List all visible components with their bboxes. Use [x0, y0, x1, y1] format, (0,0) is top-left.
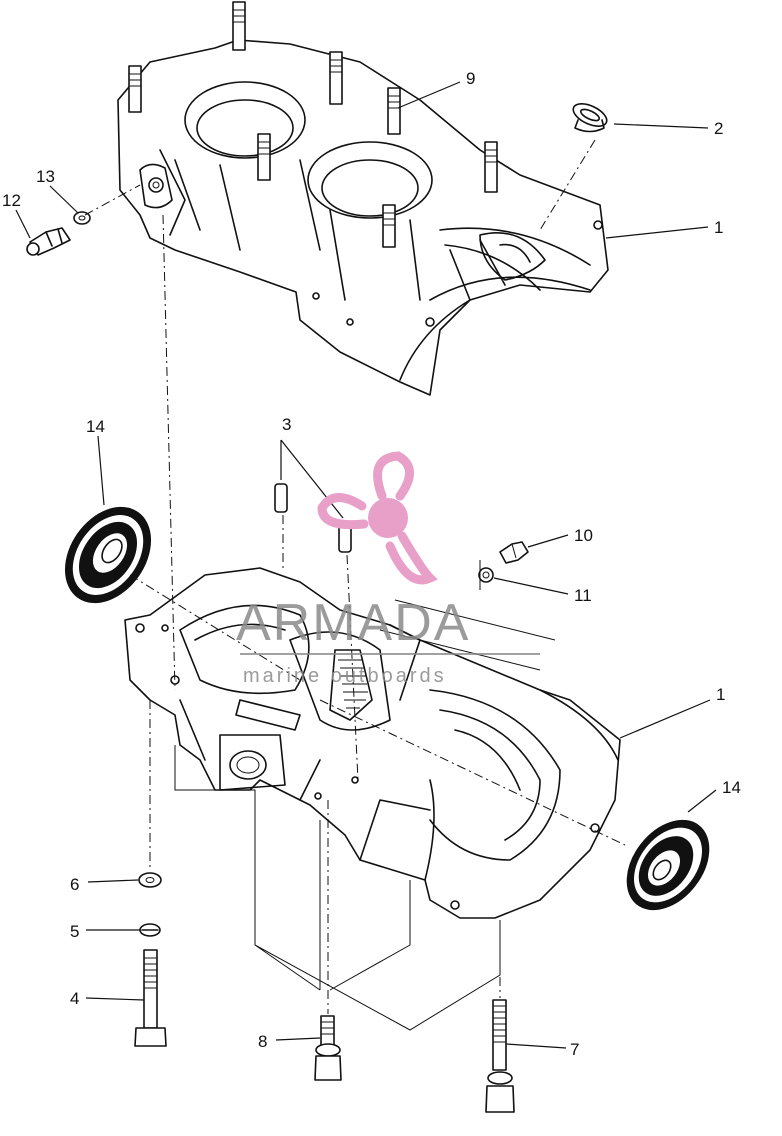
lower-crankcase [124, 567, 621, 919]
callout-6: 6 [70, 875, 79, 894]
callout-3: 3 [282, 415, 291, 434]
watermark-brand: ARMADA [236, 594, 470, 652]
callout-2: 2 [714, 119, 723, 138]
armada-watermark: ARMADA marine outboards [236, 451, 540, 687]
alignment-lines [84, 139, 626, 1031]
dowel-pins-part-3 [274, 483, 352, 553]
washer-part-11 [478, 567, 494, 583]
callout-4: 4 [70, 989, 79, 1008]
oil-seal-left-part-14 [64, 506, 152, 604]
callout-1-top: 1 [714, 218, 723, 237]
lock-washer-part-5 [139, 923, 161, 937]
bolt-part-7 [485, 999, 515, 1113]
callout-13: 13 [36, 167, 55, 186]
cylinder-studs [128, 1, 498, 248]
callout-5: 5 [70, 922, 79, 941]
oil-seal-right-part-14 [626, 819, 710, 911]
fitting-part-12 [26, 227, 71, 256]
crankshaft-gear-detail [329, 649, 373, 721]
callout-9: 9 [466, 69, 475, 88]
callout-7: 7 [570, 1040, 579, 1059]
callout-10: 10 [574, 526, 593, 545]
screw-part-10 [499, 541, 529, 564]
bolt-part-4 [134, 949, 167, 1047]
leader-lines [15, 81, 717, 1049]
bolt-part-8 [314, 1015, 342, 1081]
callout-1-bottom: 1 [716, 685, 725, 704]
callout-8: 8 [258, 1032, 267, 1051]
callout-11: 11 [574, 586, 592, 605]
callout-14-left: 14 [86, 417, 105, 436]
plug-part-2 [572, 103, 608, 133]
callout-14-right: 14 [722, 778, 741, 797]
washer-part-13 [73, 211, 91, 225]
watermark-tagline: marine outboards [243, 665, 447, 687]
callout-labels: 1 2 9 13 12 3 14 10 11 1 14 6 5 4 8 7 [2, 69, 741, 1059]
washer-part-6 [138, 872, 162, 888]
callout-12: 12 [2, 191, 21, 210]
upper-crankcase [117, 1, 609, 396]
propeller-logo [317, 451, 438, 585]
